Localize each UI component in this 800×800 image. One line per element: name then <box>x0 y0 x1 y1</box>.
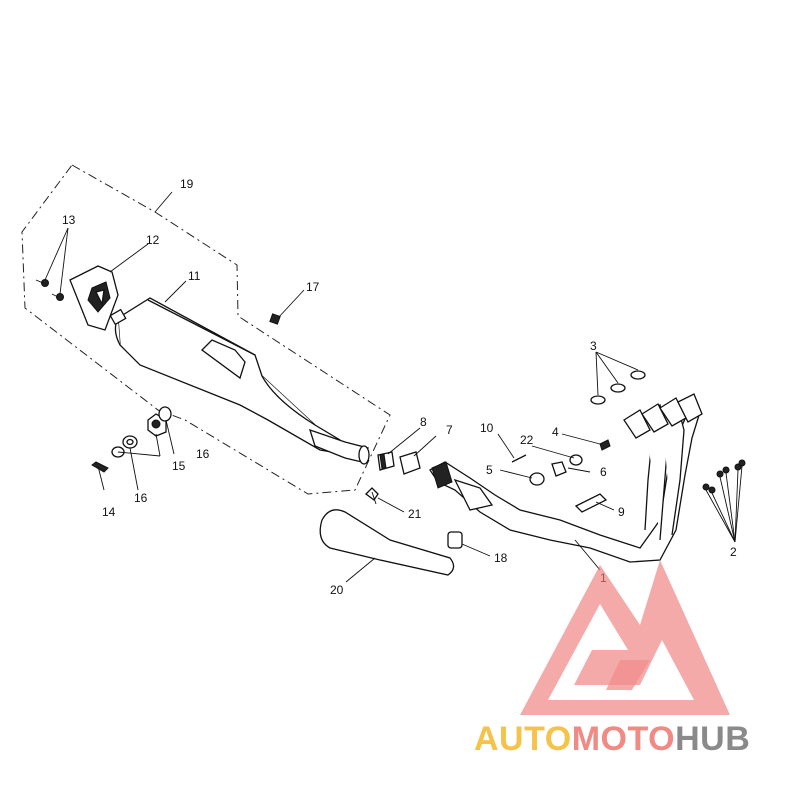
heat-guard <box>319 509 455 576</box>
callout-11: 11 <box>188 269 201 283</box>
end-cap-screws <box>35 279 64 301</box>
callout-20: 20 <box>330 583 344 597</box>
callout-labels: 1 2 3 4 5 6 7 8 9 10 11 12 13 14 15 16 1… <box>62 177 737 597</box>
watermark-moto: MOTO <box>572 720 675 758</box>
joint-gaskets <box>377 451 421 475</box>
muffler-mounting-hardware <box>91 406 172 491</box>
leader-lines <box>44 191 743 583</box>
automotohub-logo-icon <box>520 560 730 715</box>
watermark-hub: HUB <box>675 720 750 758</box>
callout-16-right: 16 <box>196 447 210 461</box>
collar-18 <box>447 531 463 549</box>
callout-17: 17 <box>306 280 320 294</box>
callout-15: 15 <box>172 459 186 473</box>
header-nuts <box>702 459 746 494</box>
end-cap-heat-shield <box>69 265 119 331</box>
callout-10: 10 <box>480 421 494 435</box>
callout-8: 8 <box>420 415 427 429</box>
watermark-brand-text: AUTOMOTOHUB <box>474 720 750 758</box>
callout-5: 5 <box>486 463 493 477</box>
clamp-bolt-21 <box>365 487 379 505</box>
callout-18: 18 <box>494 551 508 565</box>
callout-2: 2 <box>730 545 737 559</box>
callout-14: 14 <box>102 505 116 519</box>
callout-9: 9 <box>618 505 625 519</box>
callout-12: 12 <box>146 233 160 247</box>
watermark-auto: AUTO <box>474 720 572 758</box>
callout-6: 6 <box>600 465 607 479</box>
muffler-assembly-phantom-outline <box>21 164 391 495</box>
callout-3: 3 <box>590 339 597 353</box>
sensor-fittings <box>511 439 611 513</box>
exhaust-header-pipes <box>429 393 703 563</box>
exhaust-port-gaskets <box>590 370 646 405</box>
callout-13: 13 <box>62 213 76 227</box>
callout-21: 21 <box>408 507 422 521</box>
callout-4: 4 <box>552 425 559 439</box>
callout-19: 19 <box>180 177 194 191</box>
callout-22: 22 <box>520 433 534 447</box>
muffler-body <box>109 297 370 465</box>
callout-16-left: 16 <box>134 491 148 505</box>
mounting-bolt-17 <box>269 313 281 325</box>
callout-7: 7 <box>446 423 453 437</box>
